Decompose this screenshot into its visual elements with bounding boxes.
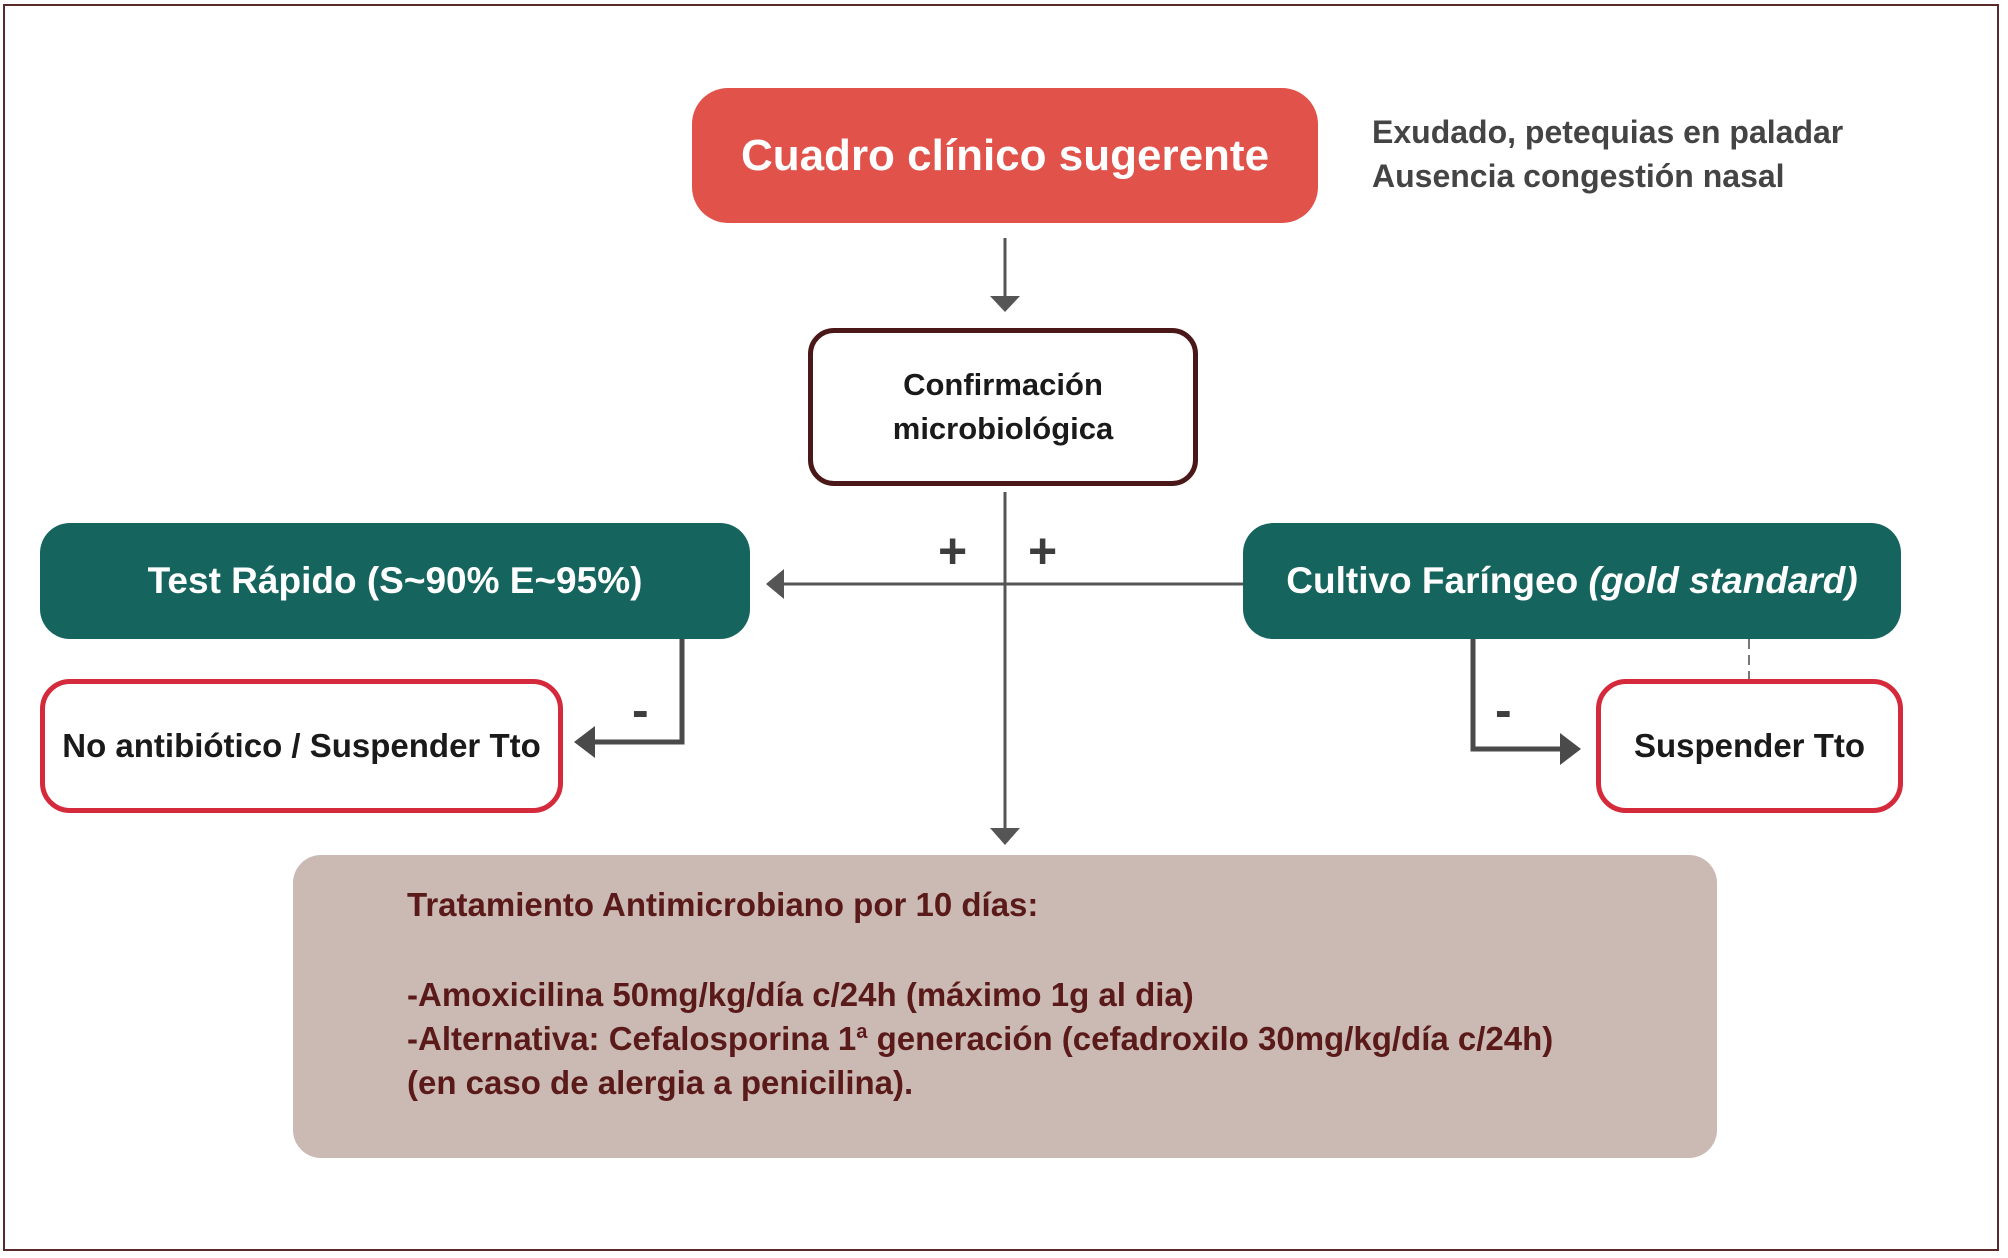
hint-line-1: Exudado, petequias en paladar: [1372, 114, 1844, 150]
arrowhead-suspender: [1560, 733, 1581, 765]
plus-sign-right: +: [1028, 523, 1058, 579]
cultivo-label: Cultivo Faríngeo: [1286, 560, 1589, 601]
treatment-line-2-pre: -Alternativa: Cefalosporina 1: [407, 1020, 857, 1057]
confirmacion-box: Confirmación microbiológica: [808, 328, 1198, 486]
treatment-line-2-post: generación (cefadroxilo 30mg/kg/día c/24…: [867, 1020, 1554, 1057]
arrowhead-confirm: [990, 296, 1020, 312]
no-antibiotico-label: No antibiótico / Suspender Tto: [62, 727, 541, 764]
confirm-line-1: Confirmación: [903, 367, 1103, 402]
treatment-line-2: -Alternativa: Cefalosporina 1a generació…: [407, 1017, 1717, 1061]
test-rapido-box: Test Rápido (S~90% E~95%): [40, 523, 750, 639]
suspender-box: Suspender Tto: [1596, 679, 1903, 813]
plus-sign-left: +: [938, 523, 968, 579]
cultivo-italic-label: (gold standard): [1588, 560, 1858, 601]
minus-sign-left: -: [632, 682, 649, 738]
cultivo-faringeo-box: Cultivo Faríngeo (gold standard): [1243, 523, 1901, 639]
clinical-signs-note: Exudado, petequias en paladar Ausencia c…: [1372, 110, 1843, 198]
test-rapido-label: Test Rápido (S~90% E~95%): [147, 560, 643, 601]
minus-sign-right: -: [1495, 682, 1512, 738]
no-antibiotico-box: No antibiótico / Suspender Tto: [40, 679, 563, 813]
treatment-line-2-sup: a: [856, 1021, 868, 1043]
cuadro-clinico-box: Cuadro clínico sugerente: [692, 88, 1318, 223]
line-test-to-noanti: [595, 639, 685, 745]
suspender-label: Suspender Tto: [1633, 727, 1866, 764]
arrowhead-test: [766, 569, 784, 599]
confirm-line-2: microbiológica: [892, 411, 1114, 446]
arrowhead-noanti: [574, 726, 595, 758]
hint-line-2: Ausencia congestión nasal: [1372, 158, 1785, 194]
treatment-line-1: -Amoxicilina 50mg/kg/día c/24h (máximo 1…: [407, 976, 1194, 1013]
cuadro-clinico-label: Cuadro clínico sugerente: [740, 130, 1270, 180]
arrowhead-treatment: [990, 828, 1020, 845]
treatment-title: Tratamiento Antimicrobiano por 10 días:: [407, 886, 1039, 923]
tratamiento-box: Tratamiento Antimicrobiano por 10 días: …: [293, 855, 1717, 1158]
diagram-frame: [3, 4, 1999, 1251]
line-cultivo-to-suspender: [1470, 639, 1560, 752]
treatment-line-3: (en caso de alergia a penicilina).: [407, 1064, 914, 1101]
